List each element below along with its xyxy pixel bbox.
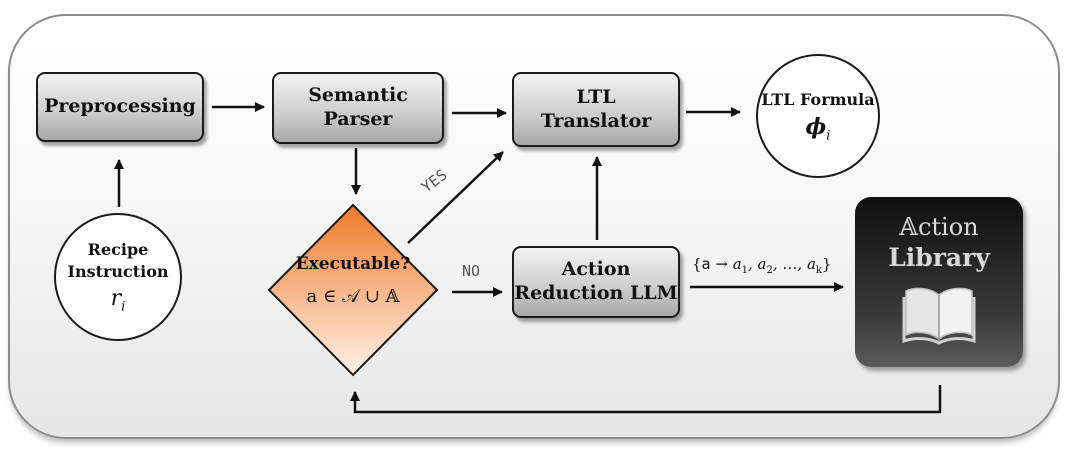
- decision-condition: a ∈ 𝒜 ∪ 𝔸: [306, 286, 400, 307]
- decision-question: Executable?: [295, 254, 411, 274]
- edge-decision-yes: [407, 151, 504, 244]
- book-icon: [902, 287, 976, 345]
- action-reduction-label-1: Action: [561, 258, 631, 281]
- preprocessing-label: Preprocessing: [44, 95, 196, 118]
- ltl-translator-label-2: Translator: [540, 109, 652, 132]
- action-mapping-label: {a → a1, a2, …, ak}: [692, 255, 832, 276]
- recipe-label-2: Instruction: [67, 261, 169, 281]
- ltl-formula-label: LTL Formula: [761, 89, 875, 109]
- ltl-translator-label-1: LTL: [576, 85, 616, 108]
- ltl-formula-symbol: ϕi: [805, 114, 831, 144]
- action-reduction-label-2: Reduction LLM: [514, 282, 678, 304]
- preprocessing-box: Preprocessing: [36, 72, 204, 142]
- ltl-translator-box: LTL Translator: [512, 72, 680, 147]
- semantic-parser-box: Semantic Parser: [272, 72, 444, 144]
- recipe-symbol: ri: [110, 286, 126, 315]
- decision-text: Executable? a ∈ 𝒜 ∪ 𝔸: [268, 254, 438, 307]
- action-library-title-1: 𝔸ction: [899, 213, 979, 241]
- action-reduction-box: Action Reduction LLM: [512, 246, 680, 318]
- no-label: NO: [462, 262, 481, 280]
- semantic-parser-label-2: Parser: [323, 108, 393, 130]
- recipe-instruction-circle: Recipe Instruction ri: [54, 213, 182, 341]
- recipe-label-1: Recipe: [87, 240, 149, 260]
- ltl-formula-circle: LTL Formula ϕi: [756, 54, 880, 178]
- semantic-parser-label-1: Semantic: [308, 84, 408, 107]
- edge-library-feedback: [350, 385, 942, 414]
- decision-diamond: [267, 203, 439, 377]
- action-library-panel: 𝔸ction Library: [855, 197, 1023, 367]
- action-library-title-2: Library: [888, 243, 990, 272]
